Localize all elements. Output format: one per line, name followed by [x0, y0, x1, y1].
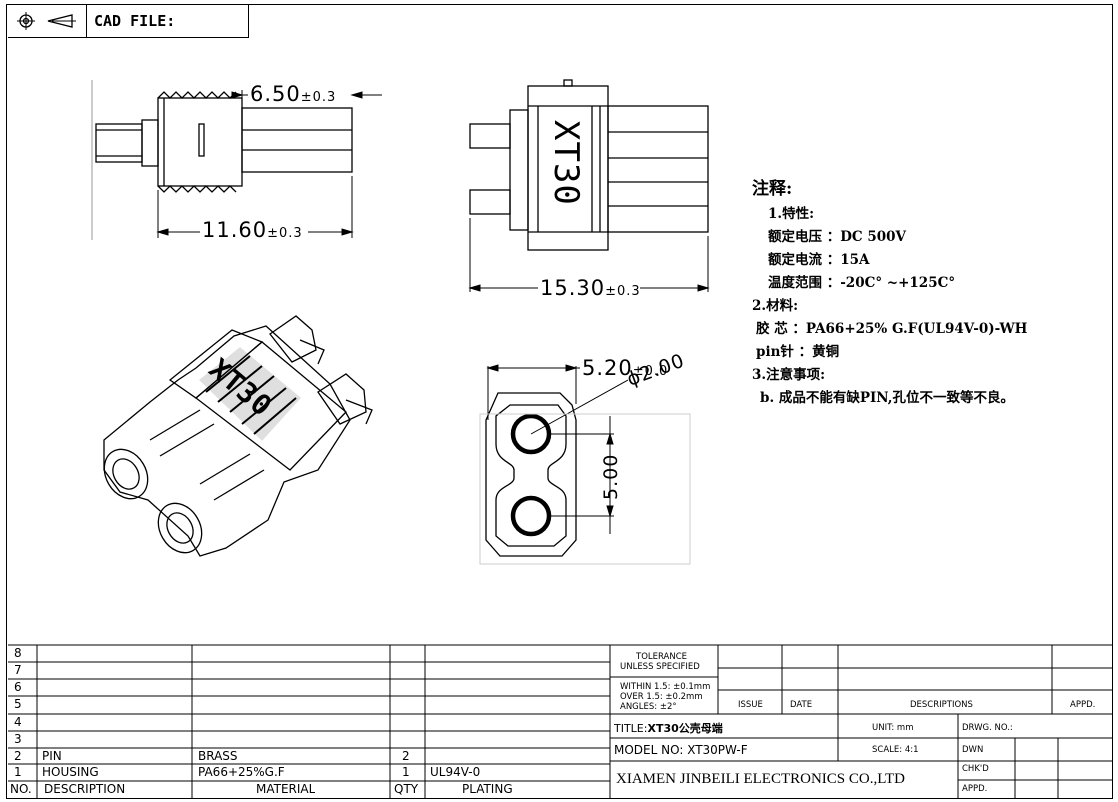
bom-header-qty: QTY: [394, 782, 419, 796]
bom-qty: 2: [402, 749, 410, 763]
note-line: b. 成品不能有缺PIN,孔位不一致等不良。: [760, 390, 1014, 406]
note-line: 温度范围 ：-20C° ~+125C°: [768, 275, 956, 291]
descriptions-header: DESCRIPTIONS: [910, 700, 973, 710]
approved-by-label: APPD.: [962, 784, 988, 794]
front-view: [469, 79, 709, 292]
bom-no: 1: [14, 765, 22, 779]
dim-front-width: 15.30±0.3: [540, 276, 641, 300]
tolerance-subtitle: UNLESS SPECIFIED: [620, 662, 700, 672]
note-line: 3.注意事项:: [752, 367, 826, 383]
checked-by-label: CHK'D: [962, 764, 989, 774]
bom-desc: HOUSING: [42, 765, 99, 779]
drawn-by-label: DWN: [962, 745, 984, 755]
projection-icon: [17, 12, 76, 30]
issue-header: ISSUE: [738, 700, 763, 710]
bom-row-number: 6: [14, 680, 22, 694]
bom-desc: PIN: [42, 749, 62, 763]
drawing-sheet: [6, 4, 1113, 799]
note-line: 额定电流 ：15A: [768, 252, 870, 268]
bom-plating: UL94V-0: [430, 765, 481, 779]
note-line: 1.特性:: [768, 206, 815, 222]
bom-material: BRASS: [198, 749, 238, 763]
unit-field: UNIT: mm: [872, 723, 914, 733]
dim-bottom-width: 5.20±0.0: [582, 356, 669, 380]
cad-file-label: CAD FILE:: [94, 12, 176, 30]
bom-header-material: MATERIAL: [256, 782, 316, 796]
bom-row-number: 3: [14, 732, 22, 746]
date-header: DATE: [790, 700, 813, 710]
scale-field: SCALE: 4:1: [872, 745, 919, 755]
bom-qty: 1: [402, 765, 410, 779]
bom-header-plating: PLATING: [462, 782, 513, 796]
title-field: TITLE:XT30公壳母端: [614, 722, 723, 735]
appd-header: APPD.: [1070, 700, 1096, 710]
notes-title: 注释:: [752, 179, 793, 199]
bom-header-no: NO.: [10, 782, 32, 796]
model-number: MODEL NO: XT30PW-F: [614, 743, 748, 757]
isometric-view: [103, 315, 373, 557]
company-name: XIAMEN JINBEILI ELECTRONICS CO.,LTD: [616, 771, 906, 787]
bom-row-number: 7: [14, 663, 22, 677]
projection-symbol: [8, 5, 87, 37]
bom-no: 2: [14, 749, 22, 763]
note-line: 胶 芯 ：PA66+25% G.F(UL94V-0)-WH: [756, 321, 1028, 337]
tolerance-line: ANGLES: ±2°: [620, 702, 677, 712]
bom-row-number: 5: [14, 697, 22, 711]
note-line: 额定电压 ：DC 500V: [768, 229, 907, 245]
bom-header-desc: DESCRIPTION: [44, 782, 126, 796]
bom-row-number: 8: [14, 646, 22, 660]
bom-material: PA66+25%G.F: [198, 765, 285, 779]
dim-side-width: 6.50±0.3: [250, 82, 337, 106]
tolerance-line: WITHIN 1.5: ±0.1mm: [620, 682, 711, 692]
tolerance-title: TOLERANCE: [636, 652, 688, 662]
note-line: 2.材料:: [752, 298, 799, 314]
bom-row-number: 4: [14, 715, 22, 729]
tolerance-line: OVER 1.5: ±0.2mm: [620, 692, 703, 702]
side-view: [91, 80, 353, 240]
dim-side-length: 11.60±0.3: [202, 218, 303, 242]
drawing-number-label: DRWG. NO.:: [962, 723, 1013, 733]
notes-block: 注释: 1.特性: 额定电压 ：DC 500V 额定电流 ：15A 温度范围 ：…: [752, 174, 1027, 410]
cad-header: CAD FILE:: [8, 5, 249, 38]
note-line: pin针 ：黄铜: [756, 344, 840, 360]
